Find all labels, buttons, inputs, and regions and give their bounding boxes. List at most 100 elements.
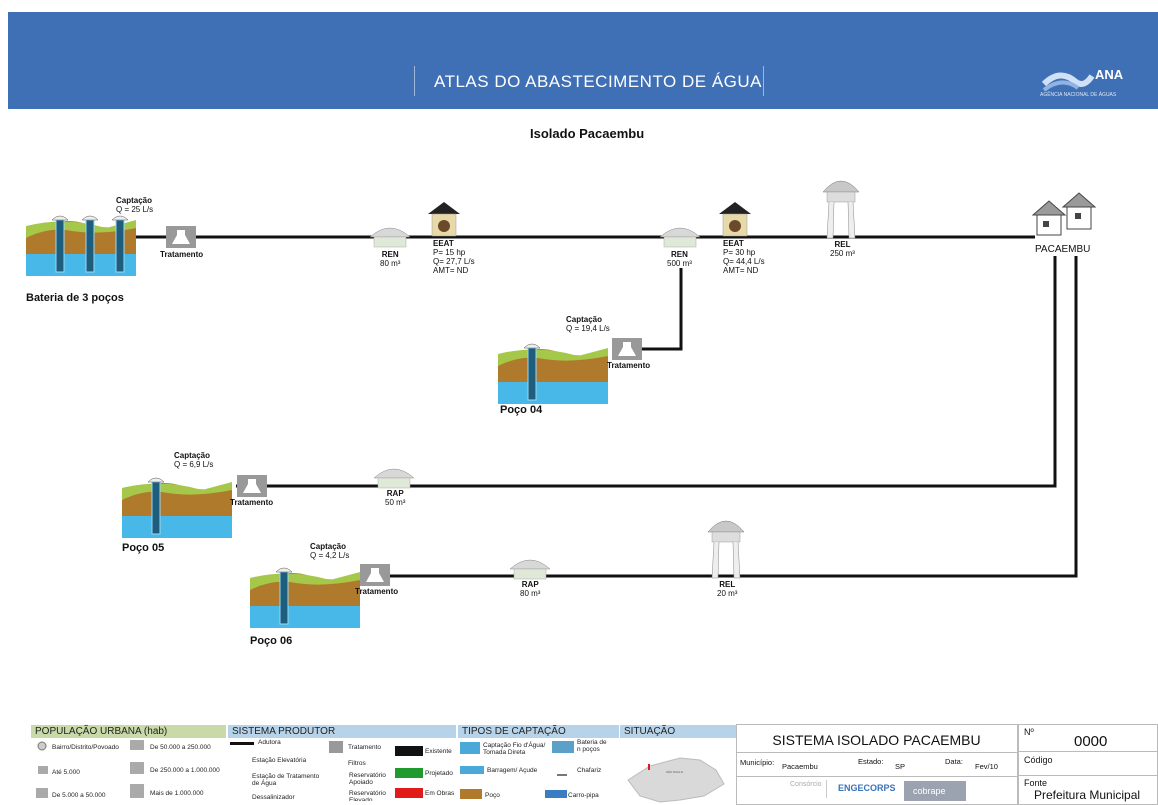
legend-pop-item: De 5.000 a 50.000 [52, 792, 106, 799]
poco-06-icon [249, 567, 361, 629]
num-divider [1018, 751, 1157, 752]
tratamento-poco04-icon [612, 338, 642, 360]
cobrape-logo-text: cobrape [913, 786, 946, 796]
data-value: Fev/10 [975, 762, 998, 771]
info-divider [736, 776, 1017, 777]
ana-logo-subtitle: AGÊNCIA NACIONAL DE ÁGUAS [1040, 92, 1117, 98]
barragem-icon [460, 766, 484, 774]
eeat-1-icon [427, 201, 461, 237]
legend-tipos-item: Captação Fio d'Água/ Tomada Direta [483, 742, 546, 756]
legend-sis-item: Reservatório Elevado [349, 790, 386, 801]
poco04-name-label: Poço 04 [500, 404, 543, 416]
water-system-diagram [25, 180, 1096, 629]
poco05-tratamento-label: Tratamento [230, 498, 274, 507]
estado-value: SP [895, 762, 906, 771]
rap-50-icon [373, 468, 415, 489]
bateria-tratamento-label: Tratamento [160, 250, 204, 259]
legend-tipos-title: TIPOS DE CAPTAÇÃO [458, 725, 619, 738]
header-divider-left [414, 66, 415, 96]
header-banner [8, 12, 1158, 109]
legend-sis-title: SISTEMA PRODUTOR [228, 725, 456, 738]
carro-pipa-icon [545, 790, 567, 798]
ren-500-icon [659, 227, 701, 248]
city-label: PACAEMBU [1035, 244, 1091, 255]
header-divider-right [763, 66, 764, 96]
legend-sis-item: Filtros [348, 760, 366, 767]
diagram-title: Isolado Pacaembu [530, 126, 645, 141]
legend-pop-item: Até 5.000 [52, 769, 80, 776]
poco-05-icon [121, 477, 233, 539]
poco04-tratamento-label: Tratamento [607, 361, 651, 370]
legend-sis-item: Adutora [258, 739, 281, 746]
poco05-name-label: Poço 05 [122, 542, 165, 554]
legend-sis-item: Reservatório Apoiado [349, 772, 386, 786]
city-pacaembu-icon [1032, 192, 1096, 236]
engecorps-logo-text: ENGECORPS [838, 783, 896, 793]
legend-sis-item: Em Obras [425, 790, 455, 797]
legend-situacao-title: SITUAÇÃO [620, 725, 736, 738]
em-obras-swatch [395, 788, 423, 798]
legend-sis-item: Tratamento [348, 744, 381, 751]
bateria-3-pocos-icon [25, 215, 137, 277]
legend-pop-item: Bairro/Distrito/Povoado [52, 744, 119, 751]
num-label: Nº [1024, 727, 1034, 737]
legend-tipos-item: Carro-pipa [568, 792, 599, 799]
bateria-legend-icon [552, 741, 574, 753]
legend-sis-item: Estação Elevatória [252, 757, 307, 764]
num-value: 0000 [1074, 733, 1108, 750]
estado-label: Estado: [858, 757, 884, 766]
fonte-label: Fonte [1024, 778, 1048, 788]
poco06-tratamento-label: Tratamento [355, 587, 399, 596]
cobrape-logo [904, 781, 966, 801]
chafariz-icon [557, 762, 567, 776]
info-divider [736, 752, 1017, 753]
legend-sis-item: Existente [425, 748, 452, 755]
pipelines [110, 235, 1078, 578]
atlas-title: ATLAS DO ABASTECIMENTO DE ÁGUA [434, 72, 762, 91]
poco-04-icon [497, 343, 609, 405]
municipio-label: Município: [740, 758, 775, 767]
municipio-value: Pacaembu [782, 762, 818, 771]
tratamento-1-icon [166, 226, 196, 248]
legend-tipos-item: Chafariz [577, 767, 602, 774]
rel-250-icon [822, 180, 860, 239]
fio-dagua-icon [460, 742, 480, 754]
legend-pop-item: De 50.000 a 250.000 [150, 744, 211, 751]
legend-tipos-item: Barragem/ Açude [487, 767, 538, 774]
ren-80-icon [369, 227, 411, 248]
legend-pop-icons [36, 740, 144, 798]
fonte-value: Prefeitura Municipal [1034, 788, 1141, 802]
projetado-swatch [395, 768, 423, 778]
tratamento-poco05-icon [237, 475, 267, 497]
legend-pop-item: Mais de 1.000.000 [150, 790, 204, 797]
adutora-line-icon [230, 742, 254, 745]
legend-sis-item: Dessalinizador [252, 794, 295, 801]
legend-pop-item: De 250.000 a 1.000.000 [150, 767, 220, 774]
legend-tipos-item: Bateria de n poços [577, 739, 607, 753]
data-label: Data: [945, 757, 963, 766]
sistema-title: SISTEMA ISOLADO PACAEMBU [772, 732, 981, 748]
tratamento-poco06-icon [360, 564, 390, 586]
situacao-map [627, 757, 725, 803]
num-divider [1018, 775, 1157, 776]
consorcio-label: Consórcio [790, 781, 822, 788]
legend-sis-item: Estação de Tratamento de Água [252, 773, 320, 787]
rel-20-icon [707, 520, 745, 579]
engecorps-logo [826, 780, 897, 798]
situacao-map-label: SÃO PAULO [666, 770, 684, 774]
legend-pop-title: POPULAÇÃO URBANA (hab) [31, 725, 226, 738]
codigo-label: Código [1024, 755, 1053, 765]
ana-logo-icon [1041, 72, 1095, 92]
ana-logo-text: ANA [1095, 67, 1124, 82]
